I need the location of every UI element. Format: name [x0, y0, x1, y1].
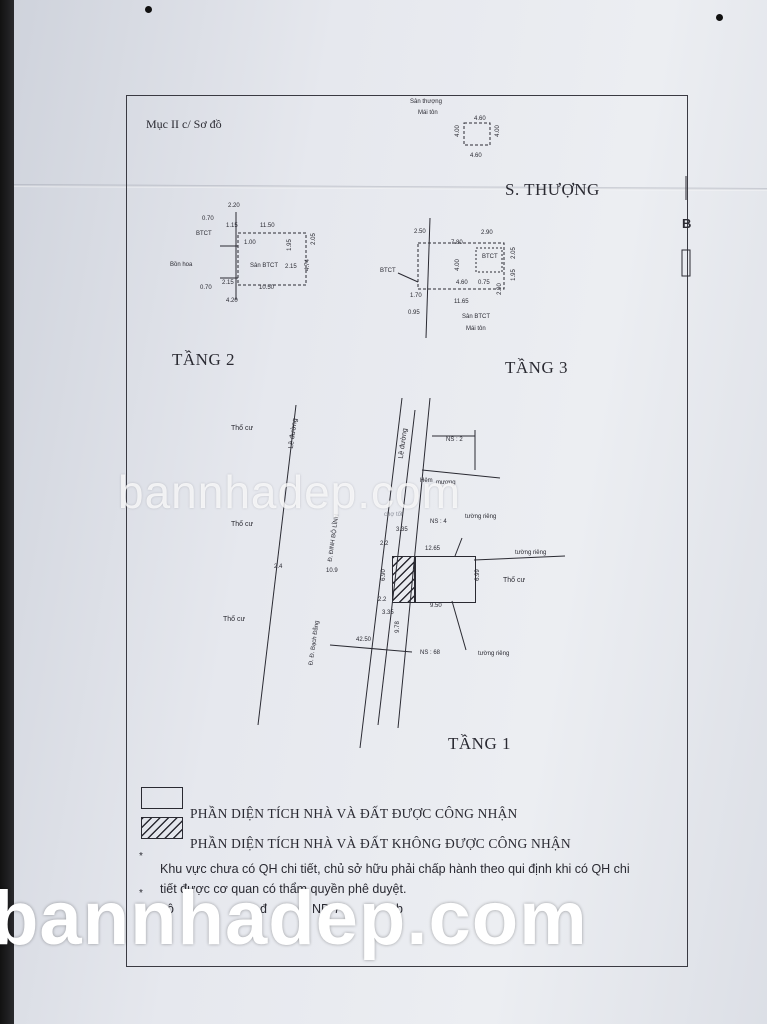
- legend-recognized: PHẦN DIỆN TÍCH NHÀ VÀ ĐẤT ĐƯỢC CÔNG NHẬN: [190, 806, 518, 821]
- dim-label: 2.2: [378, 597, 387, 603]
- dim-label: 0.70: [202, 216, 214, 222]
- area-label: Thổ cư: [231, 521, 254, 528]
- dim-label: 1.70: [410, 293, 422, 299]
- plan-label: Bồn hoa: [170, 262, 193, 268]
- tang3-inner: [475, 247, 503, 273]
- dim-label: 10.9: [326, 568, 338, 574]
- roof-label-1: Sân thượng: [410, 99, 442, 105]
- side-mark: B: [682, 216, 692, 231]
- roof-label-2: Mái tôn: [418, 110, 438, 116]
- roof-dim: 4.60: [474, 116, 486, 122]
- leader-line: [451, 600, 467, 651]
- road-edge: [257, 404, 297, 726]
- roof-outline: [463, 122, 491, 146]
- dim-label: 9.50: [430, 603, 442, 609]
- note-bullet: *: [139, 851, 143, 862]
- floor-title-3: TẦNG 3: [505, 358, 568, 377]
- dim-label: 4.60: [456, 280, 468, 286]
- side-marker: [681, 249, 691, 277]
- alley-label: Hẻm: [420, 478, 433, 484]
- watermark-center: bannhadep.com: [118, 466, 461, 518]
- lot-line: [421, 469, 501, 479]
- document-page: [14, 0, 767, 1024]
- house-number: NS : 2: [446, 437, 463, 443]
- dim-label: 2.15: [285, 264, 297, 270]
- plan-label: BTCT: [196, 231, 212, 237]
- roof-dim: 4.60: [470, 153, 482, 159]
- house-number: NS : 68: [420, 650, 441, 656]
- dim-label: 3.35: [396, 527, 408, 533]
- floor-title-roof: S. THƯỢNG: [505, 180, 600, 199]
- plan-edge: [425, 217, 431, 339]
- dim-label: 2.90: [481, 230, 493, 236]
- dim-label: 0.75: [478, 280, 490, 286]
- dim-label: 42.50: [356, 637, 372, 643]
- road-edge: [397, 397, 431, 729]
- dim-label: 1.00: [244, 240, 256, 246]
- plan-label: Mái tôn: [466, 326, 486, 332]
- dim-label: 0.70: [200, 285, 212, 291]
- area-label: Thổ cư: [223, 616, 246, 623]
- leader-line: [397, 272, 419, 283]
- dim-label: 7.80: [451, 240, 463, 246]
- floor-title-1: TẦNG 1: [448, 734, 511, 753]
- leader-line: [454, 537, 463, 557]
- dim-label: 2.50: [414, 229, 426, 235]
- area-label: Thổ cư: [503, 577, 526, 584]
- diagram-frame: [126, 95, 688, 967]
- ditch-label: mương: [436, 480, 456, 486]
- plan-label: BTCT: [380, 268, 396, 274]
- dim-label: 3.35: [382, 610, 394, 616]
- dim-label: 2.15: [222, 280, 234, 286]
- road-edge: [377, 409, 416, 726]
- tang2-outline: [237, 232, 307, 286]
- note-bullet: *: [139, 888, 143, 899]
- punch-hole: [716, 14, 723, 21]
- dim-label: 11.65: [454, 299, 469, 305]
- dim-label: 4.20: [226, 298, 238, 304]
- note-line: ND 7: [312, 902, 341, 916]
- dim-label: 12.65: [425, 546, 441, 552]
- dim-label: 11.50: [260, 223, 275, 229]
- wall-label: tường riêng: [515, 550, 547, 556]
- dim-label: 0.95: [408, 310, 420, 316]
- dim-label: 1.15: [226, 223, 238, 229]
- note-line: đ: [260, 902, 267, 916]
- plan-label: Sân BTCT: [462, 314, 491, 320]
- section-title: Mục II c/ Sơ đồ: [146, 117, 222, 131]
- dim-line: [329, 644, 413, 653]
- dim-label: 2.4: [274, 564, 283, 570]
- road-edge: [359, 397, 403, 749]
- legend-not-recognized: PHẦN DIỆN TÍCH NHÀ VÀ ĐẤT KHÔNG ĐƯỢC CÔN…: [190, 836, 571, 851]
- note-line: tiết được cơ quan có thẩm quyền phê duyệ…: [160, 882, 407, 896]
- punch-hole: [145, 6, 152, 13]
- legend-swatch-hatched: [141, 817, 183, 839]
- note-line: b: [396, 902, 403, 916]
- dim-label: 2.20: [228, 203, 240, 209]
- house-number: NS : 4: [430, 519, 447, 525]
- area-label: Thổ cư: [231, 425, 254, 432]
- tang3-outline: [417, 242, 505, 290]
- plan-label: BTCT: [482, 254, 498, 260]
- wall-label: tường riêng: [465, 514, 497, 520]
- leader-line: [473, 555, 566, 561]
- dim-label: 10.50: [259, 285, 275, 291]
- page-shadow-edge: [0, 0, 14, 1024]
- faded-stamp-text: chợ tốt: [384, 512, 403, 518]
- floor-title-2: TẦNG 2: [172, 350, 235, 369]
- plan-label: Sân BTCT: [250, 263, 279, 269]
- note-line: Lộ: [160, 902, 174, 916]
- watermark-bottom: bannhadep.com: [0, 876, 588, 961]
- legend-swatch-plain: [141, 787, 183, 809]
- wall-label: tường riêng: [478, 651, 510, 657]
- note-line: Khu vực chưa có QH chi tiết, chủ sở hữu …: [160, 862, 630, 876]
